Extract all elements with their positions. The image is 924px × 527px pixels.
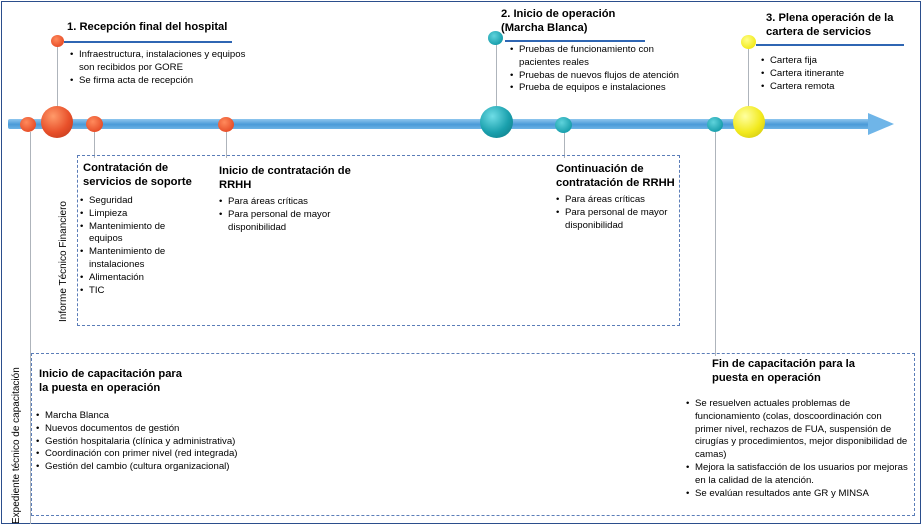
support-services-title-line2: servicios de soporte <box>83 176 192 188</box>
training-start-title: Inicio de capacitación para la puesta en… <box>39 367 182 395</box>
list-item: Pruebas de funcionamiento con pacientes … <box>510 44 680 70</box>
list-item: Para áreas críticas <box>556 194 671 207</box>
list-item: Para áreas críticas <box>219 196 334 209</box>
list-item: Mantenimiento de equipos <box>80 221 195 247</box>
training-end-title-line1: Fin de capacitación para la <box>712 358 856 370</box>
list-item: Gestión hospitalaria (clínica y administ… <box>36 436 286 449</box>
training-box <box>31 353 915 516</box>
milestone-3-title: 3. Plena operación de la cartera de serv… <box>766 11 893 39</box>
milestone-3-title-line1: 3. Plena operación de la <box>766 12 894 24</box>
list-item: Cartera fija <box>761 55 901 68</box>
connector-line <box>715 132 716 356</box>
list-item: Pruebas de nuevos flujos de atención <box>510 70 680 83</box>
training-label: Expediente técnico de capacitación <box>11 367 22 524</box>
milestone-2-dot-small <box>488 31 503 45</box>
list-item: Mejora la satisfacción de los usuarios p… <box>686 462 908 488</box>
milestone-3-dot <box>733 106 765 138</box>
list-item: Marcha Blanca <box>36 410 286 423</box>
connector-line <box>748 44 749 110</box>
list-item: Para personal de mayor disponibilidad <box>219 209 334 235</box>
timeline-dot <box>20 117 36 132</box>
milestone-2-title-line2: (Marcha Blanca) <box>501 22 588 34</box>
connector-line <box>496 40 497 112</box>
milestone-1-dot-small <box>51 35 64 47</box>
timeline-dot <box>86 116 103 132</box>
hr-continue-list: Para áreas críticas Para personal de may… <box>556 194 671 232</box>
list-item: Limpieza <box>80 208 195 221</box>
connector-line <box>30 132 31 524</box>
milestone-2-title: 2. Inicio de operación (Marcha Blanca) <box>501 7 615 35</box>
list-item: Cartera itinerante <box>761 68 901 81</box>
milestone-2-dot <box>480 106 513 138</box>
training-end-list: Se resuelven actuales problemas de funci… <box>686 398 908 500</box>
timeline-dot <box>218 117 234 132</box>
connector-line <box>57 42 58 114</box>
support-services-title-line1: Contratación de <box>83 162 169 174</box>
financial-report-label: Informe Técnico Financiero <box>58 201 69 322</box>
milestone-1-dot <box>41 106 73 138</box>
milestone-2-title-line1: 2. Inicio de operación <box>501 8 616 20</box>
timeline-bar <box>8 119 870 129</box>
connector-line <box>564 130 565 158</box>
list-item: Cartera remota <box>761 81 901 94</box>
hr-start-title: Inicio de contratación de RRHH <box>219 164 351 192</box>
list-item: Coordinación con primer nivel (red integ… <box>36 448 286 461</box>
hr-start-list: Para áreas críticas Para personal de may… <box>219 196 334 234</box>
list-item: Alimentación <box>80 272 195 285</box>
hr-start-title-line1: Inicio de contratación de <box>219 165 351 177</box>
list-item: Prueba de equipos e instalaciones <box>510 82 680 95</box>
support-services-list: Seguridad Limpieza Mantenimiento de equi… <box>80 195 195 297</box>
milestone-1-list: Infraestructura, instalaciones y equipos… <box>70 49 250 87</box>
list-item: Nuevos documentos de gestión <box>36 423 286 436</box>
connector-line <box>226 130 227 158</box>
support-services-title: Contratación de servicios de soporte <box>83 161 192 189</box>
list-item: Se resuelven actuales problemas de funci… <box>686 398 908 462</box>
milestone-3-underline <box>756 44 904 46</box>
milestone-1-underline <box>64 41 232 43</box>
training-end-title-line2: puesta en operación <box>712 372 821 384</box>
timeline-arrow-icon <box>868 113 894 135</box>
timeline-dot <box>707 117 723 132</box>
milestone-1-title: 1. Recepción final del hospital <box>67 21 228 33</box>
list-item: Gestión del cambio (cultura organizacion… <box>36 461 286 474</box>
milestone-2-list: Pruebas de funcionamiento con pacientes … <box>510 44 680 95</box>
financial-report-box <box>77 155 680 326</box>
list-item: Se firma acta de recepción <box>70 75 250 88</box>
hr-continue-title: Continuación de contratación de RRHH <box>556 162 675 190</box>
list-item: Se evalúan resultados ante GR y MINSA <box>686 488 908 501</box>
hr-start-title-line2: RRHH <box>219 179 252 191</box>
training-start-title-line2: la puesta en operación <box>39 382 161 394</box>
list-item: Para personal de mayor disponibilidad <box>556 207 671 233</box>
training-start-list: Marcha Blanca Nuevos documentos de gesti… <box>36 410 286 474</box>
training-start-title-line1: Inicio de capacitación para <box>39 368 183 380</box>
timeline-dot <box>555 117 572 133</box>
list-item: Infraestructura, instalaciones y equipos… <box>70 49 250 75</box>
list-item: Seguridad <box>80 195 195 208</box>
milestone-3-dot-small <box>741 35 756 49</box>
milestone-3-title-line2: cartera de servicios <box>766 26 872 38</box>
hr-continue-title-line2: contratación de RRHH <box>556 177 675 189</box>
hr-continue-title-line1: Continuación de <box>556 163 644 175</box>
connector-line <box>94 130 95 158</box>
milestone-3-list: Cartera fija Cartera itinerante Cartera … <box>761 55 901 93</box>
milestone-2-underline <box>505 40 645 42</box>
training-end-title: Fin de capacitación para la puesta en op… <box>712 357 855 385</box>
list-item: TIC <box>80 285 195 298</box>
list-item: Mantenimiento de instalaciones <box>80 246 195 272</box>
